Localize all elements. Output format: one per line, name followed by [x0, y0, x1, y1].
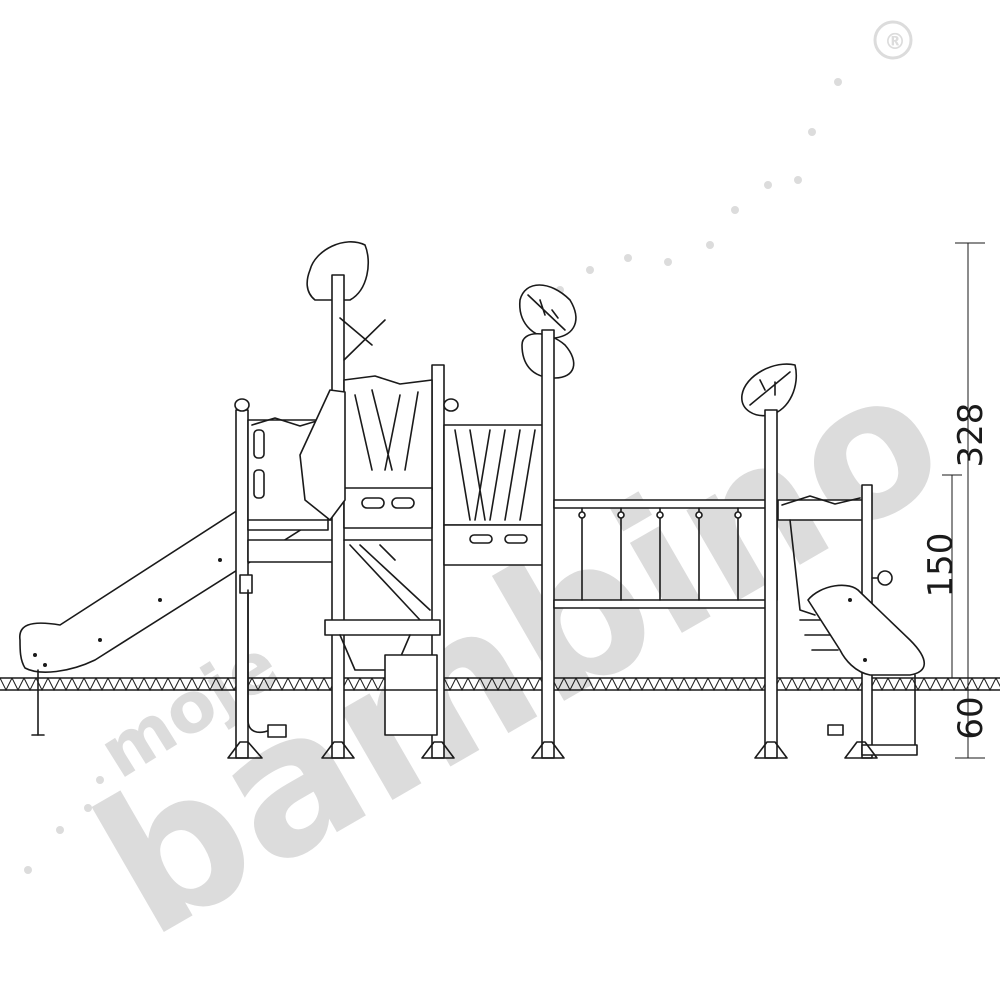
- net-section: [443, 398, 549, 566]
- bridge-rope-knot: [656, 511, 664, 519]
- rope-bridge: [553, 499, 781, 609]
- bridge-rope-knot: [695, 511, 703, 519]
- middle-post: [519, 284, 577, 759]
- bridge-rope-knot: [734, 511, 742, 519]
- watermark-registered-circle: [873, 20, 913, 60]
- watermark-dots: [24, 78, 842, 874]
- central-tower: [299, 241, 455, 759]
- bridge-rope-knot: [617, 511, 625, 519]
- right-tower: [777, 484, 926, 759]
- dimension-total-height: 328: [951, 403, 991, 468]
- watermark-registered-mark: ®: [884, 30, 906, 55]
- ground-line: [0, 677, 1000, 692]
- bridge-rope-knot: [578, 511, 586, 519]
- dimension-lines: [942, 242, 995, 759]
- dimension-platform-height: 150: [921, 533, 961, 598]
- dimension-foundation-depth: 60: [951, 696, 991, 739]
- right-post: [741, 363, 797, 759]
